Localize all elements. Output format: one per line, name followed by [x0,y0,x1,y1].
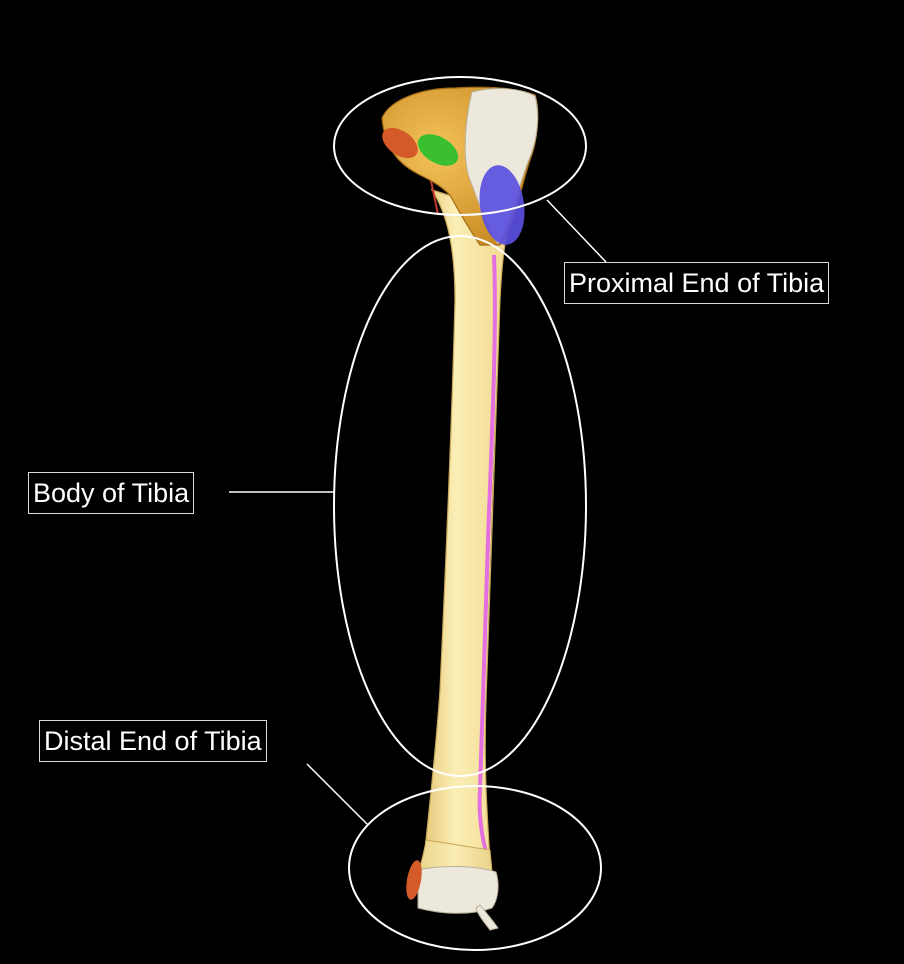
proximal-outline [333,76,587,216]
medial-malleolus [475,904,499,931]
label-body: Body of Tibia [28,472,195,514]
tibia-shaft [423,188,513,861]
blue-marker [479,165,525,245]
interosseous-border [477,254,497,863]
distal-leader-line [306,763,369,826]
body-outline [333,235,587,777]
green-marker [417,134,459,166]
red-marker-distal [406,860,422,900]
distal-outline [348,785,602,951]
label-distal-end: Distal End of Tibia [39,720,267,762]
proximal-leader-line [546,199,607,263]
red-marker-proximal [382,127,418,159]
label-proximal-end: Proximal End of Tibia [564,262,830,304]
distal-articular-surface [417,865,499,914]
